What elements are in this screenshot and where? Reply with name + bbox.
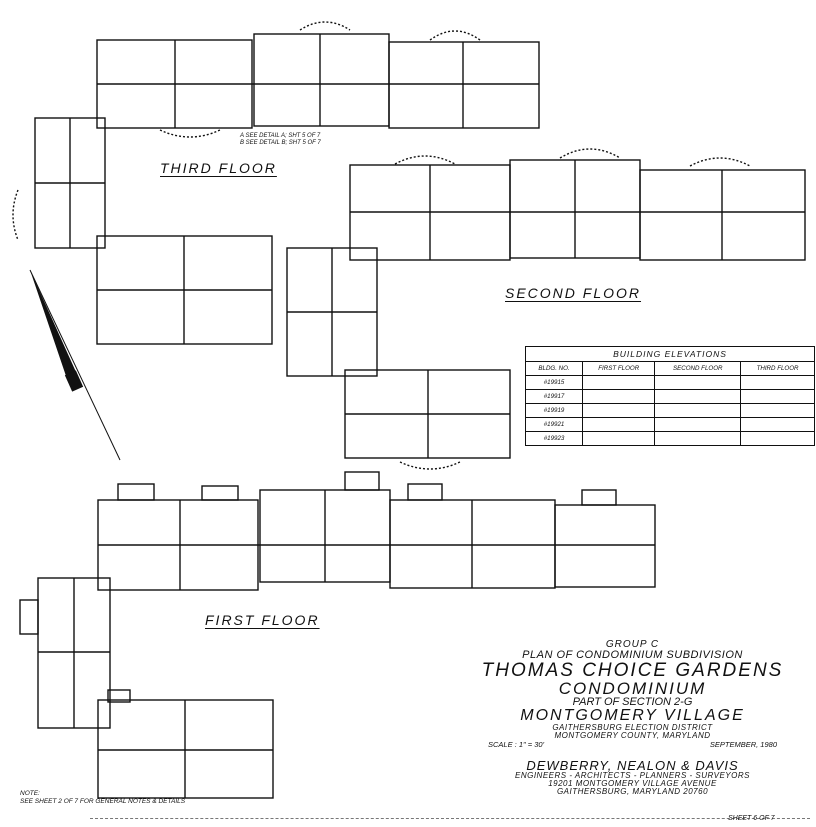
first-floor-cell: [582, 375, 656, 390]
general-note: NOTE: SEE SHEET 2 OF 7 FOR GENERAL NOTES…: [20, 790, 185, 806]
third-floor-cell: [740, 431, 815, 446]
condominium-label: CONDOMINIUM: [558, 679, 707, 698]
plan-title: PLAN OF CONDOMINIUM SUBDIVISION: [522, 649, 743, 661]
first-floor-cell: [582, 403, 656, 418]
header-third-floor: THIRD FLOOR: [740, 361, 815, 376]
footer-rule: [90, 818, 810, 819]
election-district: GAITHERSBURG ELECTION DISTRICT: [552, 723, 713, 732]
scale-text: SCALE : 1" = 30': [488, 740, 545, 749]
elevations-caption: BUILDING ELEVATIONS: [525, 346, 815, 362]
building-elevations-table: BUILDING ELEVATIONS BLDG. NO. FIRST FLOO…: [524, 346, 815, 446]
bldg-no-cell: #19919: [524, 403, 584, 418]
first-floor-cell: [582, 389, 656, 404]
note-heading: NOTE:: [20, 790, 40, 797]
third-floor-cell: [740, 389, 815, 404]
first-floor-plan: [19, 471, 656, 799]
bldg-no-cell: #19917: [524, 389, 584, 404]
table-row: #19919: [524, 403, 815, 418]
north-arrow: [29, 269, 121, 461]
note-text: SEE SHEET 2 OF 7 FOR GENERAL NOTES & DET…: [20, 798, 186, 805]
table-row: #19921: [524, 417, 815, 432]
first-floor-cell: [582, 417, 656, 432]
table-row: #19923: [524, 431, 815, 446]
header-second-floor: SECOND FLOOR: [654, 361, 742, 376]
elevations-header-row: BLDG. NO. FIRST FLOOR SECOND FLOOR THIRD…: [524, 361, 815, 376]
table-row: #19917: [524, 389, 815, 404]
third-floor-cell: [740, 375, 815, 390]
table-row: #19915: [524, 375, 815, 390]
header-first-floor: FIRST FLOOR: [582, 361, 656, 376]
section-label: PART OF SECTION 2-G: [572, 696, 693, 708]
firm-address-line-2: GAITHERSBURG, MARYLAND 20760: [556, 786, 709, 796]
firm-name: DEWBERRY, NEALON & DAVIS: [526, 757, 739, 773]
sheet-number: SHEET 6 OF 7: [728, 815, 775, 822]
detail-note-line-b: B SEE DETAIL B; SHT 5 OF 7: [240, 140, 321, 146]
village-name: MONTGOMERY VILLAGE: [520, 707, 745, 724]
first-floor-cell: [582, 431, 656, 446]
group-label: GROUP C: [605, 639, 660, 650]
first-floor-label: FIRST FLOOR: [205, 612, 320, 628]
detail-note-line-a: A SEE DETAIL A; SHT 5 OF 7: [240, 133, 321, 139]
third-floor-cell: [740, 403, 815, 418]
bldg-no-cell: #19923: [524, 431, 584, 446]
project-name: THOMAS CHOICE GARDENS: [481, 660, 784, 681]
county-state: MONTGOMERY COUNTY, MARYLAND: [554, 731, 711, 740]
second-floor-cell: [654, 431, 742, 446]
third-floor-label: THIRD FLOOR: [160, 160, 277, 176]
firm-address-line-1: 19201 MONTGOMERY VILLAGE AVENUE: [548, 778, 717, 788]
second-floor-label: SECOND FLOOR: [505, 285, 642, 301]
detail-note: A SEE DETAIL A; SHT 5 OF 7 B SEE DETAIL …: [240, 133, 321, 147]
date-text: SEPTEMBER, 1980: [709, 740, 777, 749]
firm-disciplines: ENGINEERS - ARCHITECTS - PLANNERS - SURV…: [515, 770, 750, 780]
third-floor-cell: [740, 417, 815, 432]
bldg-no-cell: #19921: [524, 417, 584, 432]
title-block: GROUP C PLAN OF CONDOMINIUM SUBDIVISION …: [460, 640, 805, 796]
second-floor-cell: [654, 389, 742, 404]
third-floor-plan: [12, 21, 540, 345]
bldg-no-cell: #19915: [524, 375, 584, 390]
header-bldg-no: BLDG. NO.: [524, 361, 584, 376]
second-floor-cell: [654, 403, 742, 418]
second-floor-cell: [654, 375, 742, 390]
second-floor-plan: [286, 148, 806, 470]
scale-date-row: SCALE : 1" = 30' SEPTEMBER, 1980: [460, 741, 805, 749]
second-floor-cell: [654, 417, 742, 432]
